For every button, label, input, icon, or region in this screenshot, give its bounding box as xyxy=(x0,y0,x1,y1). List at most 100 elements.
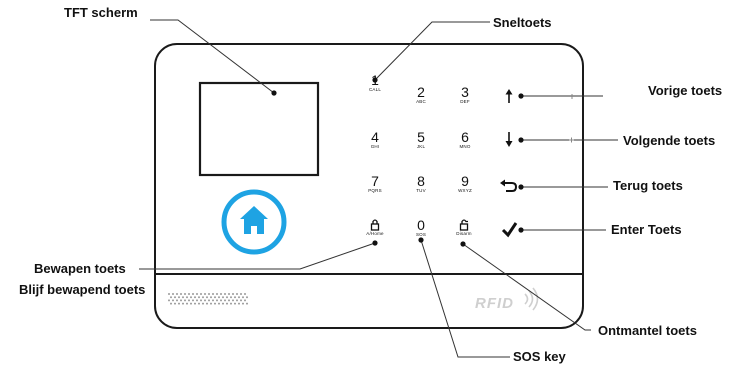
grille-dot xyxy=(206,296,208,299)
home-button[interactable] xyxy=(221,189,287,255)
grille-dot xyxy=(184,299,186,302)
grille-dot xyxy=(170,296,172,299)
grille-dot xyxy=(244,293,246,295)
grille-dot xyxy=(228,299,230,302)
grille-dot xyxy=(172,299,174,302)
grille-dot xyxy=(246,296,248,299)
grille-dot xyxy=(178,302,180,305)
unlock-icon[interactable] xyxy=(459,219,469,231)
grille-dot xyxy=(182,302,184,305)
grille-dot xyxy=(244,299,246,302)
key-digit: 9 xyxy=(461,173,469,189)
grille-dot xyxy=(198,296,200,299)
key-letters: ABC xyxy=(416,99,426,104)
grille-dot xyxy=(236,299,238,302)
key-letters: SOS xyxy=(415,232,427,237)
label-disarm-key: Ontmantel toets xyxy=(598,323,697,338)
grille-dot xyxy=(174,302,176,305)
leader-lines xyxy=(139,19,618,358)
grille-dot xyxy=(176,293,178,295)
grille-dot xyxy=(172,293,174,295)
grille-dot xyxy=(240,299,242,302)
grille-dot xyxy=(188,293,190,295)
label-arm-key: Bewapen toets xyxy=(34,261,126,276)
grille-dot xyxy=(236,293,238,295)
key-digit: 5 xyxy=(417,129,425,145)
disarm-key[interactable]: Disarm xyxy=(449,231,479,237)
key-1[interactable]: 1 CALL xyxy=(360,73,390,93)
key-digit: 0 xyxy=(417,217,425,233)
rfid-wave-icon xyxy=(524,287,539,311)
key-letters: MNO xyxy=(459,144,471,149)
return-arrow-icon[interactable] xyxy=(500,179,518,192)
label-quick-key: Sneltoets xyxy=(493,15,552,30)
grille-dot xyxy=(204,299,206,302)
grille-dot xyxy=(210,302,212,305)
arrow-down-icon[interactable] xyxy=(505,132,513,147)
key-letters: GHI xyxy=(370,144,380,149)
leader-sos xyxy=(420,239,510,358)
grille-dot xyxy=(216,293,218,295)
grille-dot xyxy=(208,293,210,295)
key-7[interactable]: 7 PQRS xyxy=(360,174,390,194)
grille-dot xyxy=(190,296,192,299)
grille-dot xyxy=(194,302,196,305)
key-5[interactable]: 5 JKL xyxy=(406,130,436,150)
label-previous-key: Vorige toets xyxy=(648,83,723,98)
arrow-up-icon[interactable] xyxy=(505,89,513,103)
lock-icon[interactable] xyxy=(370,219,380,231)
key-8[interactable]: 8 TUV xyxy=(406,174,436,194)
key-6[interactable]: 6 MNO xyxy=(450,130,480,150)
grille-dot xyxy=(202,296,204,299)
grille-dot xyxy=(176,299,178,302)
leader-sneltoets xyxy=(374,21,490,81)
grille-dot xyxy=(226,296,228,299)
grille-dot xyxy=(212,299,214,302)
grille-dot xyxy=(228,293,230,295)
arm-key[interactable]: A/Home xyxy=(360,231,390,237)
key-2[interactable]: 2 ABC xyxy=(406,85,436,105)
label-stay-arm-key: Blijf bewapend toets xyxy=(19,282,146,297)
grille-dot xyxy=(202,302,204,305)
grille-dot xyxy=(204,293,206,295)
disarm-key-label: Disarm xyxy=(456,231,472,236)
key-3[interactable]: 3 DEF xyxy=(450,85,480,105)
key-letters: JKL xyxy=(416,144,426,149)
key-digit: 3 xyxy=(461,84,469,100)
grille-dot xyxy=(170,302,172,305)
leader-ontmantel xyxy=(462,243,591,331)
checkmark-icon[interactable] xyxy=(501,222,518,238)
grille-dot xyxy=(182,296,184,299)
grille-dot xyxy=(190,302,192,305)
grille-dot xyxy=(168,293,170,295)
grille-dot xyxy=(242,302,244,305)
grille-dot xyxy=(192,299,194,302)
grille-dot xyxy=(168,299,170,302)
key-0[interactable]: 0 SOS xyxy=(406,218,436,238)
key-letters: PQRS xyxy=(368,188,382,193)
leader-bewapen xyxy=(139,242,376,270)
grille-dot xyxy=(174,296,176,299)
home-icon xyxy=(240,206,268,234)
grille-dot xyxy=(222,302,224,305)
label-enter-key: Enter Toets xyxy=(611,222,682,237)
grille-dot xyxy=(186,296,188,299)
grille-dot xyxy=(232,299,234,302)
grille-dot xyxy=(196,299,198,302)
grille-dot xyxy=(212,293,214,295)
label-sos-key: SOS key xyxy=(513,349,566,364)
key-4[interactable]: 4 GHI xyxy=(360,130,390,150)
key-letters: DEF xyxy=(460,99,470,104)
key-9[interactable]: 9 WXYZ xyxy=(450,174,480,194)
grille-dot xyxy=(206,302,208,305)
grille-dot xyxy=(246,302,248,305)
grille-dot xyxy=(226,302,228,305)
arm-key-label: A/Home xyxy=(366,231,384,236)
grille-dot xyxy=(194,296,196,299)
speaker-grille xyxy=(168,293,248,305)
grille-dot xyxy=(186,302,188,305)
grille-dot xyxy=(184,293,186,295)
rfid-logo: RFID xyxy=(475,295,514,312)
